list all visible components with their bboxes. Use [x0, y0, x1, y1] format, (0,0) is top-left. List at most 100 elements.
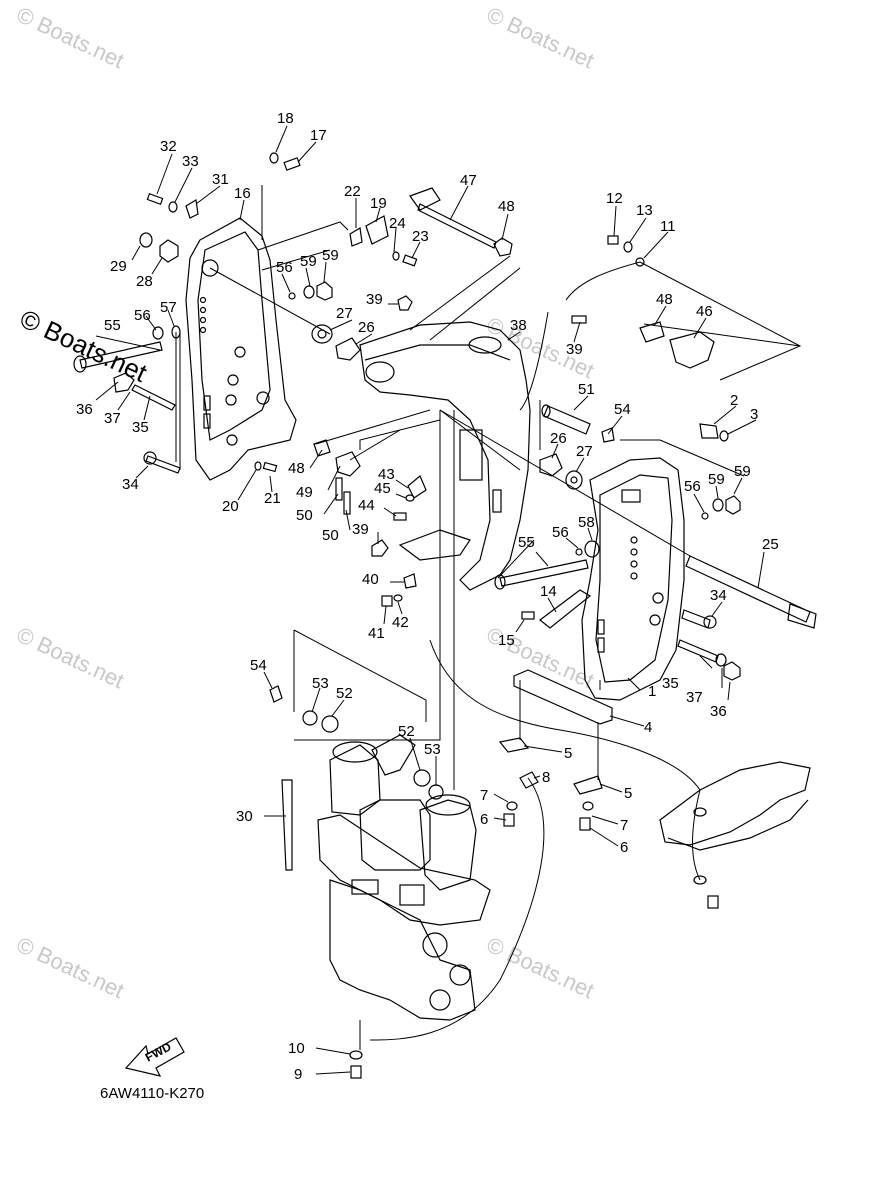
left-clamp-bracket	[185, 217, 297, 481]
lower-unit-outline	[659, 761, 811, 851]
callout-17: 17	[310, 127, 327, 144]
callout-9: 9	[294, 1066, 302, 1083]
callout-54-left: 54	[250, 657, 267, 674]
right-clamp-bracket	[581, 457, 685, 701]
callout-30: 30	[236, 808, 253, 825]
watermark: © Boats.net	[483, 2, 598, 73]
callout-35-right: 35	[662, 675, 679, 692]
callout-3: 3	[750, 406, 758, 423]
callout-11: 11	[660, 218, 676, 235]
callout-31: 31	[212, 171, 229, 188]
callout-36-right: 36	[710, 703, 727, 720]
callout-53-left: 53	[312, 675, 329, 692]
callout-27-right: 27	[576, 443, 593, 460]
callout-41: 41	[368, 625, 385, 642]
callout-8: 8	[542, 769, 550, 786]
callout-59-right-a: 59	[708, 471, 725, 488]
callout-39-mid: 39	[352, 521, 369, 538]
callout-27-left: 27	[336, 305, 353, 322]
callout-26-right: 26	[550, 430, 567, 447]
callout-5-a: 5	[564, 745, 572, 762]
callout-34-left: 34	[122, 476, 139, 493]
callout-46: 46	[696, 303, 713, 320]
callout-13: 13	[636, 202, 653, 219]
watermark-dark: © Boats.net	[15, 303, 152, 388]
callout-55-right: 55	[518, 534, 535, 551]
callout-52-right: 52	[398, 723, 415, 740]
callout-59-upper-a: 59	[300, 253, 317, 270]
leader-lines	[95, 125, 765, 1075]
callout-40: 40	[362, 571, 379, 588]
callout-47: 47	[460, 172, 477, 189]
callout-19: 19	[370, 195, 387, 212]
callout-59-right-b: 59	[734, 463, 751, 480]
callout-16: 16	[234, 185, 251, 202]
callout-15: 15	[498, 632, 515, 649]
callout-5-b: 5	[624, 785, 632, 802]
callout-numbers: 18 17 32 33 31 16 29 28 22 19 24 23 47 4…	[76, 110, 779, 1083]
callout-36-left: 36	[76, 401, 93, 418]
callout-45: 45	[374, 480, 391, 497]
callout-6-left: 6	[480, 811, 488, 828]
callout-42: 42	[392, 614, 409, 631]
callout-29: 29	[110, 258, 127, 275]
callout-22: 22	[344, 183, 361, 200]
callout-50-a: 50	[296, 507, 313, 524]
callout-37-right: 37	[686, 689, 703, 706]
callout-34-right: 34	[710, 587, 727, 604]
callout-7-left: 7	[480, 787, 488, 804]
callout-56-right: 56	[552, 524, 569, 541]
callout-49: 49	[296, 484, 313, 501]
callout-48-right: 48	[656, 291, 673, 308]
callout-39-right: 39	[566, 341, 583, 358]
callout-20: 20	[222, 498, 239, 515]
callout-54-right: 54	[614, 401, 631, 418]
callout-1: 1	[648, 683, 656, 700]
callout-18: 18	[277, 110, 294, 127]
callout-53-right: 53	[424, 741, 441, 758]
callout-59-upper-b: 59	[322, 247, 339, 264]
callout-32: 32	[160, 138, 177, 155]
callout-51: 51	[578, 381, 595, 398]
callout-12: 12	[606, 190, 623, 207]
callout-7-right: 7	[620, 817, 628, 834]
fwd-arrow: FWD	[124, 1037, 185, 1077]
callout-48-top: 48	[498, 198, 515, 215]
watermark: © Boats.net	[483, 932, 598, 1003]
trim-tilt-unit	[317, 734, 491, 1021]
callout-6-right: 6	[620, 839, 628, 856]
watermark: © Boats.net	[13, 2, 128, 73]
callout-10: 10	[288, 1040, 305, 1057]
watermarks: © Boats.net © Boats.net © Boats.net © Bo…	[13, 2, 598, 1003]
callout-35-left: 35	[132, 419, 149, 436]
watermark: © Boats.net	[13, 932, 128, 1003]
callout-23: 23	[412, 228, 429, 245]
callout-14: 14	[540, 583, 557, 600]
wire-leads	[369, 261, 701, 1041]
watermark: © Boats.net	[13, 622, 128, 693]
callout-21: 21	[264, 490, 281, 507]
fasteners	[73, 152, 817, 1079]
callout-48-left: 48	[288, 460, 305, 477]
swivel-bracket	[359, 321, 531, 591]
callout-58: 58	[578, 514, 595, 531]
callout-43: 43	[378, 466, 395, 483]
callout-56-right-top: 56	[684, 478, 701, 495]
callout-52-left: 52	[336, 685, 353, 702]
callout-24: 24	[389, 215, 406, 232]
callout-26-left: 26	[358, 319, 375, 336]
callout-44: 44	[358, 497, 375, 514]
callout-2: 2	[730, 392, 738, 409]
drawing-code: 6AW4110-K270	[100, 1085, 204, 1102]
callout-56-upper: 56	[276, 259, 293, 276]
callout-4: 4	[644, 719, 652, 736]
callout-37-left: 37	[104, 410, 121, 427]
guide-lines	[175, 185, 802, 1050]
callout-39-top: 39	[366, 291, 383, 308]
callout-28: 28	[136, 273, 153, 290]
callout-33: 33	[182, 153, 199, 170]
callout-25: 25	[762, 536, 779, 553]
callout-55-left: 55	[104, 317, 121, 334]
callout-50-b: 50	[322, 527, 339, 544]
